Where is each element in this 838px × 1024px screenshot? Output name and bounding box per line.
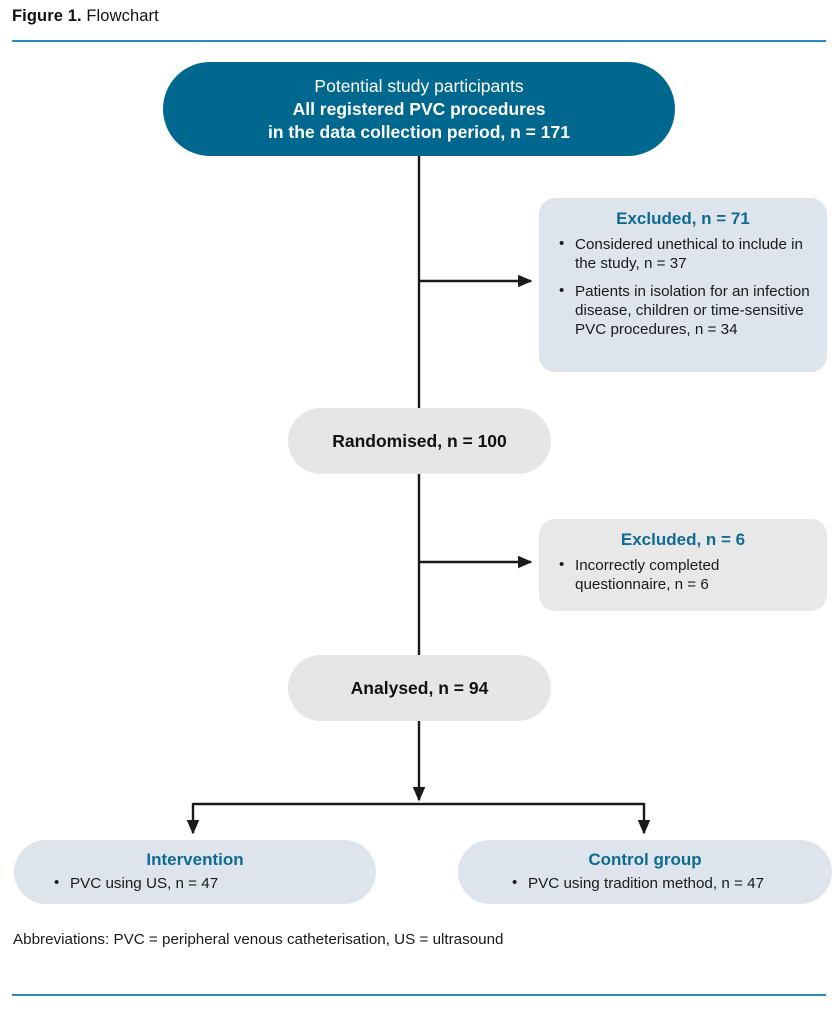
node-excluded-1: Excluded, n = 71 Considered unethical to… [539,198,827,372]
header-divider-rule [12,40,826,42]
node-control-title: Control group [588,850,702,869]
node-potential-line-2: All registered PVC procedures [292,99,546,119]
node-control-bullet-list: PVC using tradition method, n = 47 [470,873,820,893]
abbreviations-note: Abbreviations: PVC = peripheral venous c… [13,931,504,948]
list-item: PVC using tradition method, n = 47 [502,873,820,893]
node-intervention-title: Intervention [146,850,244,869]
node-potential-participants: Potential study participants All registe… [163,62,675,156]
node-intervention-arm: Intervention PVC using US, n = 47 [14,840,376,904]
node-excluded-2: Excluded, n = 6 Incorrectly completed qu… [539,519,827,611]
node-excluded-2-title: Excluded, n = 6 [620,530,746,549]
node-excluded-2-bullet-list: Incorrectly completed questionnaire, n =… [553,555,813,594]
list-item: Considered unethical to include in the s… [553,234,813,273]
list-item: Incorrectly completed questionnaire, n =… [553,555,813,594]
footer-divider-rule [12,994,826,996]
node-intervention-bullet-list: PVC using US, n = 47 [26,873,364,893]
figure-title: Flowchart [86,7,159,25]
list-item: Patients in isolation for an infection d… [553,281,813,339]
node-analysed: Analysed, n = 94 [288,655,551,721]
node-potential-line-3: in the data collection period, n = 171 [268,122,570,142]
node-analysed-label: Analysed, n = 94 [350,677,489,698]
node-excluded-1-title: Excluded, n = 71 [616,209,750,228]
figure-caption: Figure 1. Flowchart [12,7,159,26]
figure-label: Figure 1. [12,7,82,25]
node-randomised: Randomised, n = 100 [288,408,551,474]
node-potential-line-1: Potential study participants [314,76,524,96]
list-item: PVC using US, n = 47 [44,873,364,893]
node-control-arm: Control group PVC using tradition method… [458,840,832,904]
node-randomised-label: Randomised, n = 100 [332,430,507,451]
node-excluded-1-bullet-list: Considered unethical to include in the s… [553,234,813,339]
